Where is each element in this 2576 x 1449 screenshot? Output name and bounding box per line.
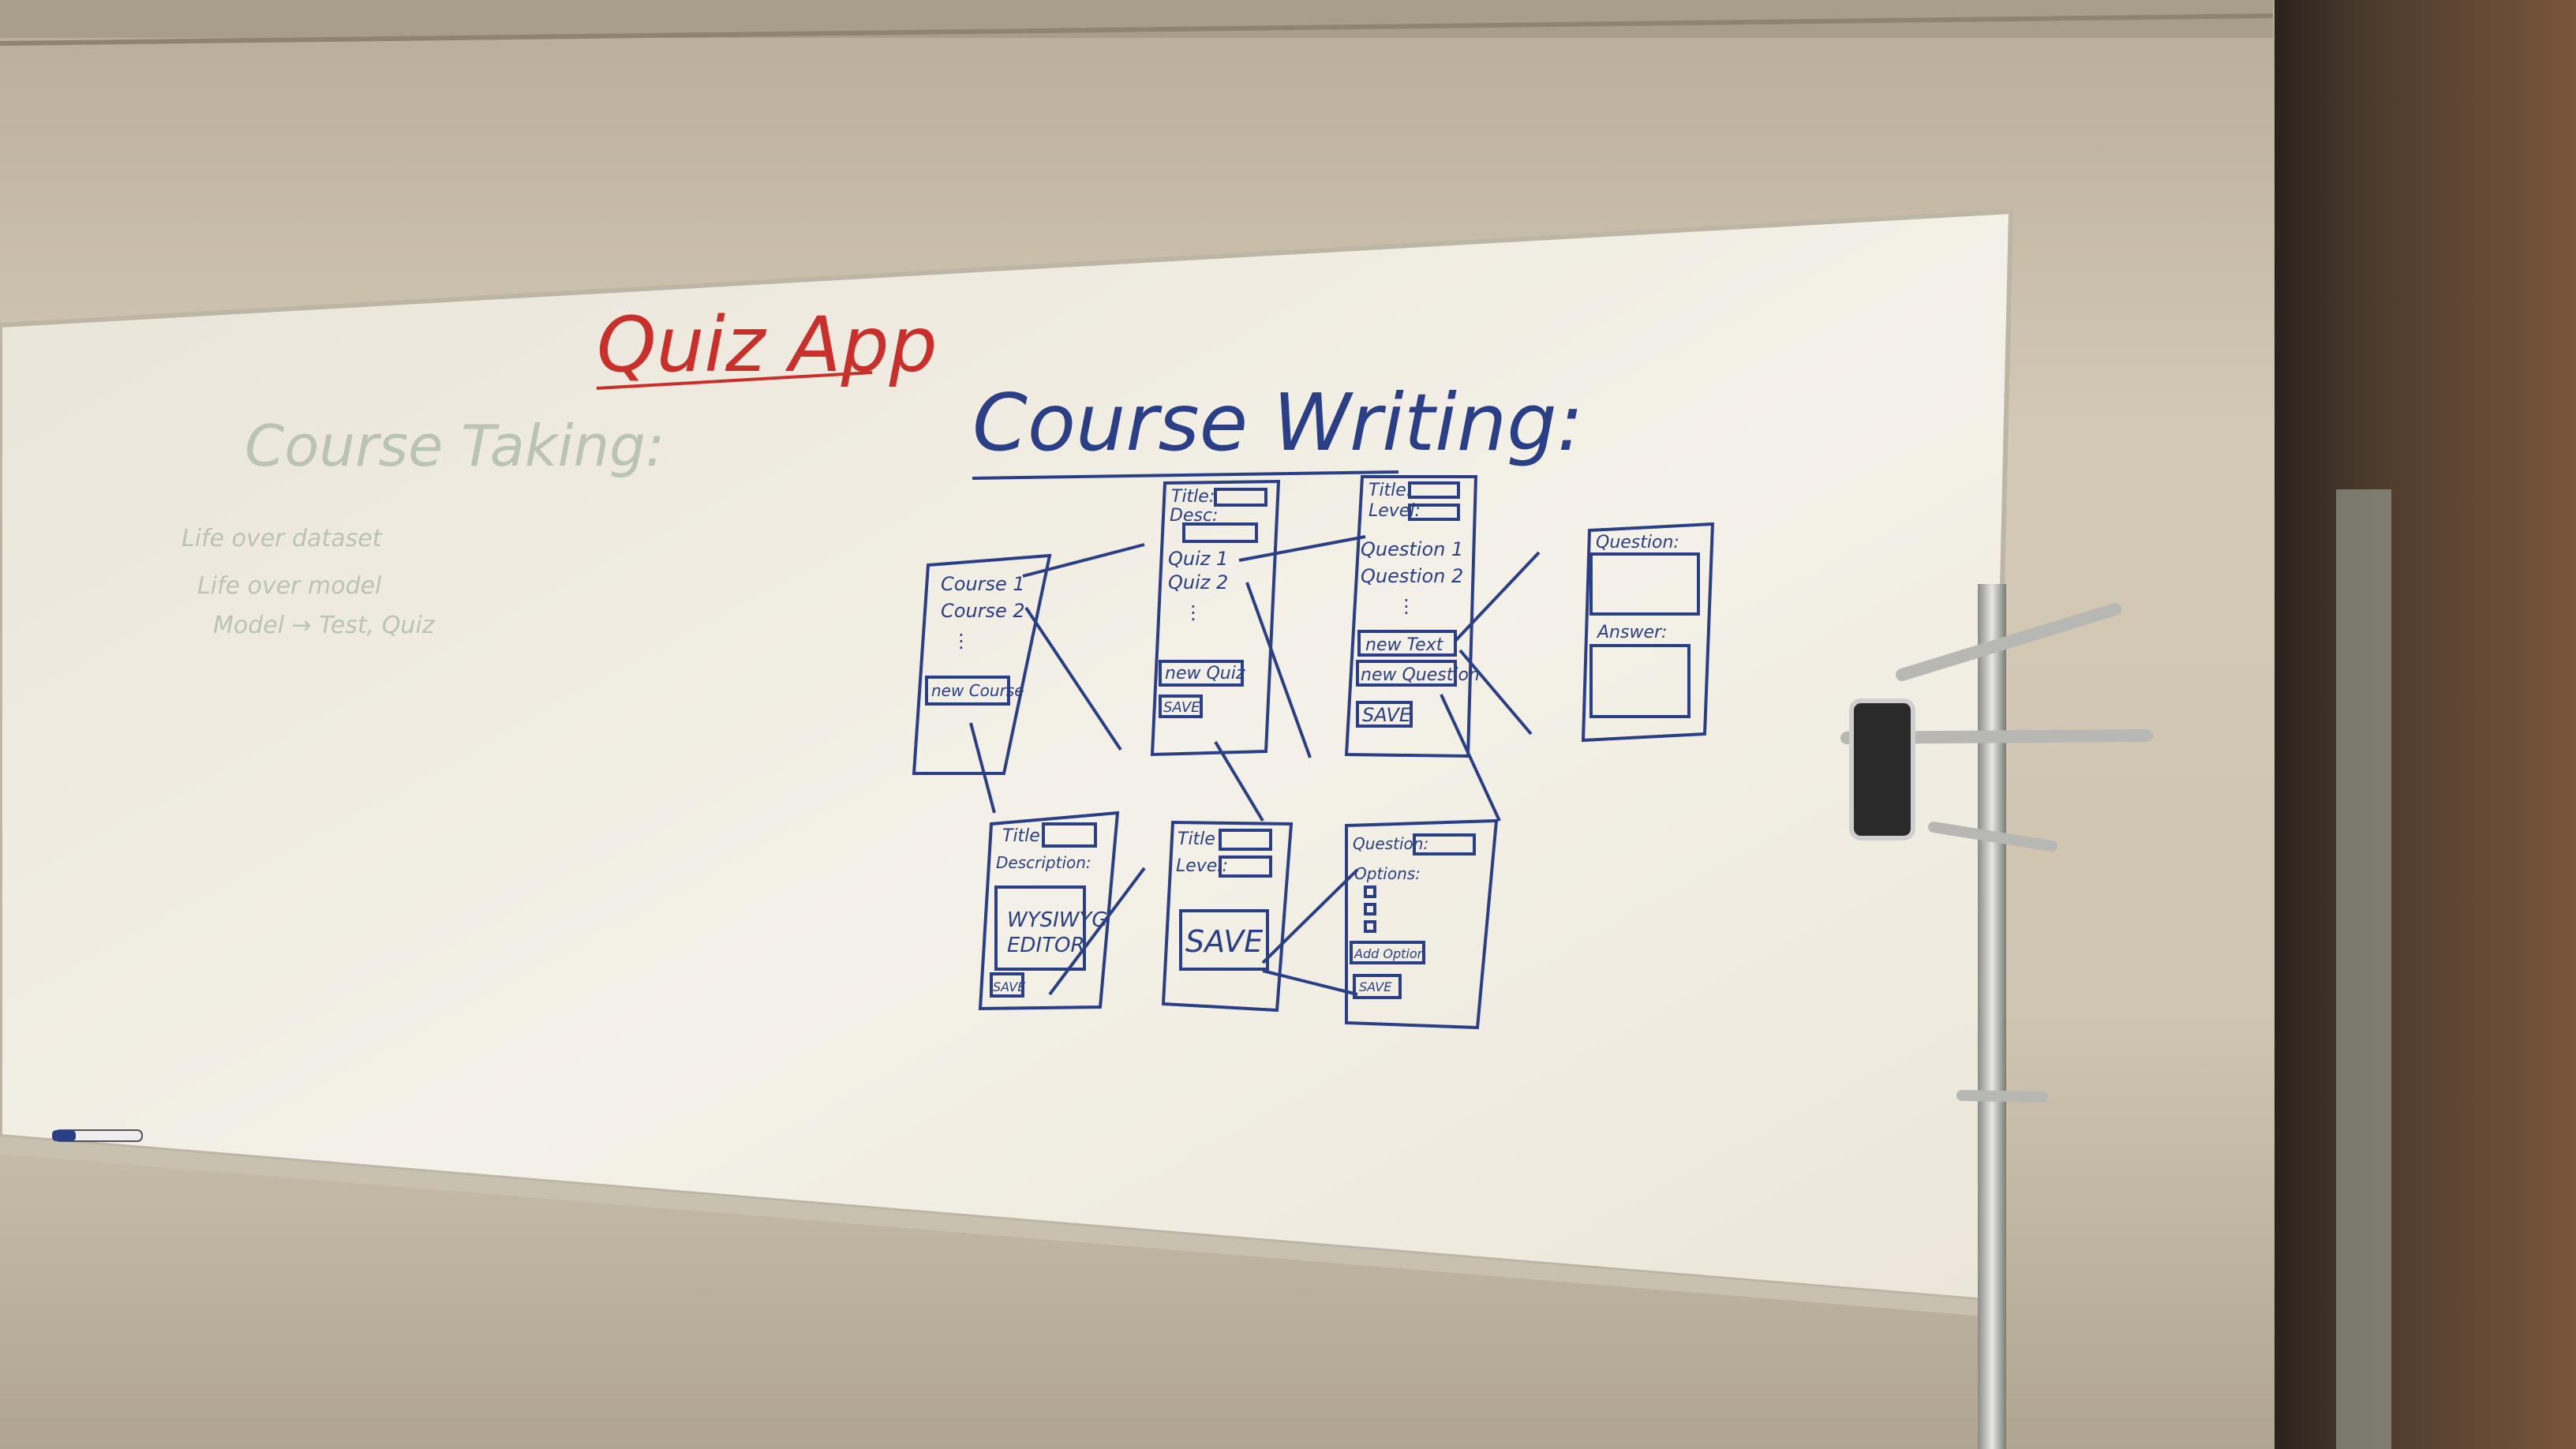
flow-connector (1440, 694, 1501, 822)
flow-connector (1458, 649, 1533, 736)
new-question-options-label: Options: (1354, 864, 1421, 883)
course-detail-title-label: Title: (1171, 487, 1215, 507)
flow-connector (1245, 582, 1312, 758)
wireframe-new-question-button (1356, 660, 1457, 687)
whiteboard (0, 208, 2014, 1304)
course-taking-heading: Course Taking: (245, 413, 665, 479)
new-course-save-label: SAVE (993, 979, 1026, 994)
quiz-detail-item: Question 2 (1361, 565, 1463, 587)
courses-new-course-label: new Course (931, 681, 1024, 700)
course-detail-desc-label: Desc: (1170, 506, 1218, 526)
wireframe-add-option-button (1350, 941, 1425, 964)
blue-marker-cap (52, 1130, 76, 1141)
course-taking-note: Life over dataset (182, 525, 383, 552)
wireframe-text-question (1581, 522, 1715, 743)
new-quiz-save-label: SAVE (1185, 924, 1263, 959)
flow-connector (1238, 535, 1366, 562)
new-quiz-level-label: Level: (1176, 856, 1228, 876)
course-detail-save-label: SAVE (1163, 699, 1200, 716)
course-taking-note: Life over model (197, 572, 382, 600)
course-detail-new-quiz-label: new Quiz (1165, 664, 1245, 683)
flow-connector (1261, 868, 1359, 964)
course-detail-item: Quiz 2 (1168, 571, 1228, 593)
quiz-detail-level-label: Level: (1368, 501, 1421, 521)
flow-connector (969, 722, 996, 814)
coat-rack-arm (1896, 603, 2121, 681)
wireframe-new-text-button (1357, 630, 1457, 657)
text-question-answer-label: Answer: (1596, 623, 1667, 642)
coat-rack-pole (1978, 584, 2006, 1449)
ceiling-ledge-edge (0, 13, 2274, 46)
new-course-title-label: Title (1002, 826, 1040, 846)
board-title: Quiz App (597, 301, 938, 389)
wireframe-new-course-button (925, 676, 1010, 706)
text-question-question-label: Question: (1596, 533, 1679, 552)
coat-rack-arm (1956, 1090, 2048, 1103)
flow-connector (1024, 606, 1122, 751)
courses-item: Course 1 (941, 573, 1025, 595)
wireframe-wysiwyg-editor (994, 886, 1086, 971)
new-question-question-label: Question: (1353, 834, 1428, 853)
course-taking-note: Model → Test, Quiz (213, 612, 436, 639)
flow-connector (1214, 740, 1264, 822)
quiz-detail-item: Question 1 (1361, 538, 1463, 560)
course-detail-item: Quiz 1 (1168, 548, 1228, 570)
heading-underline (972, 470, 1399, 480)
wireframe-new-question (1345, 818, 1499, 1030)
door-glass (2336, 489, 2391, 1449)
coat-rack-arm (1928, 822, 2057, 852)
new-course-editor-label: EDITOR (1007, 934, 1085, 957)
courses-item: Course 2 (941, 600, 1025, 622)
wireframe-course-detail (1150, 479, 1281, 757)
marker-tray (0, 1136, 1986, 1316)
title-underline (596, 371, 873, 390)
course-writing-heading: Course Writing: (972, 376, 1583, 469)
flow-connector (1048, 867, 1146, 996)
wireframe-new-quiz (1161, 820, 1294, 1013)
quiz-detail-new-text-label: new Text (1365, 635, 1444, 655)
new-question-save-label: SAVE (1359, 979, 1392, 994)
wireframe-new-course (978, 811, 1120, 1011)
wireframe-courses (912, 553, 1052, 775)
door-frame (2275, 0, 2576, 1449)
wireframe-new-quiz-button (1159, 660, 1244, 687)
course-detail-item: ⋮ (1184, 601, 1203, 623)
quiz-detail-new-question-label: new Question (1361, 665, 1480, 685)
flow-connector (1262, 969, 1358, 996)
new-course-editor-label: WYSIWYG (1007, 908, 1108, 932)
quiz-detail-item: ⋮ (1397, 595, 1416, 617)
eraser[interactable] (1849, 698, 1915, 841)
flow-connector (1454, 551, 1541, 642)
quiz-detail-title-label: Title: (1368, 481, 1412, 500)
new-question-add-option-label: Add Option (1354, 946, 1425, 961)
new-quiz-title-label: Title (1178, 829, 1215, 849)
wireframe-save-big-button (1179, 909, 1269, 971)
flow-connector (1022, 543, 1145, 578)
new-course-description-label: Description: (996, 853, 1091, 872)
courses-item: ⋮ (952, 630, 971, 652)
quiz-detail-save-label: SAVE (1362, 704, 1412, 726)
